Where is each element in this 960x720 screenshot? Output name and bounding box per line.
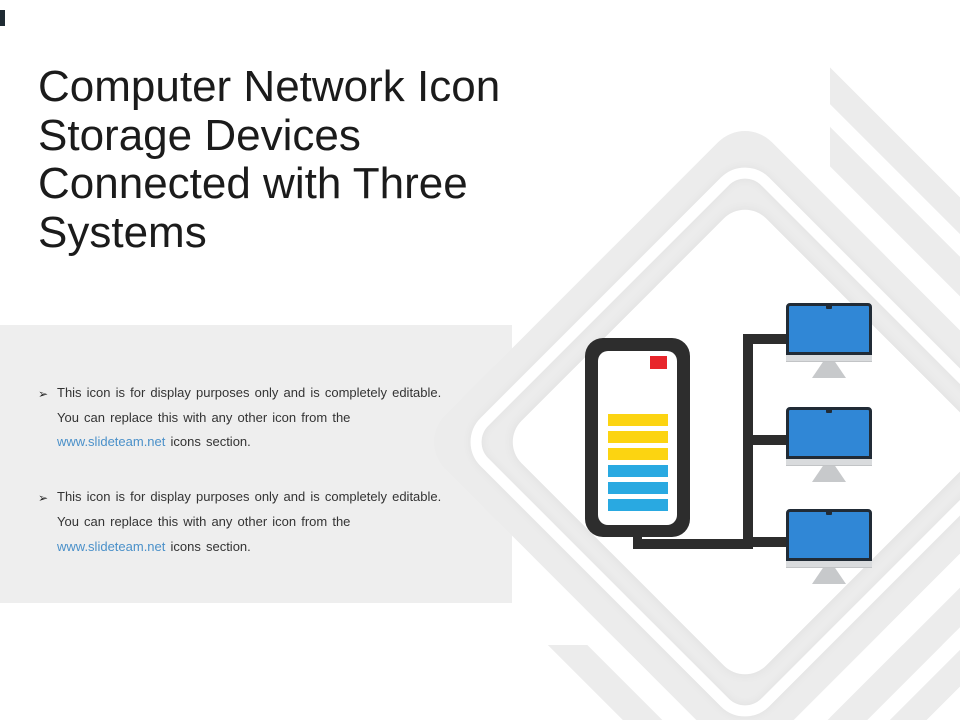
bullet-list: ➢ This icon is for display purposes only… [38,381,468,589]
monitor-icon-3 [786,509,872,584]
drive-bar-yellow [608,414,668,426]
slide-edge-mark [0,10,5,26]
arrow-bullet-icon: ➢ [38,491,49,506]
drive-bar-blue [608,482,668,494]
tower-indicator-light [650,356,667,369]
bullet-text-line: www.slideteam.net icons section. [57,430,468,455]
bullet-text-rest: icons section. [165,434,251,450]
cable-tower-stub [633,527,642,549]
cable-branch-top [748,334,788,344]
tower-drive-bars [608,414,668,516]
bullet-text-line: This icon is for display purposes only a… [57,489,442,505]
monitor-chin [786,355,872,362]
monitor-stand [812,568,846,584]
cable-bottom-run [633,539,753,549]
arrow-bullet-icon: ➢ [38,387,49,401]
monitor-stand [812,362,846,378]
diamond-extra-ring [344,645,960,720]
slideteam-link[interactable]: www.slideteam.net [57,434,166,450]
monitor-screen [786,303,872,355]
title-line-3: Connected with Three [38,159,468,208]
bullet-text-line: You can replace this with any other icon… [57,409,351,425]
monitor-screen [786,407,872,459]
camera-dot-icon [826,511,832,515]
bullet-text-line: www.slideteam.net icons section. [57,535,468,560]
drive-bar-yellow [608,431,668,443]
drive-bar-blue [608,499,668,511]
title-line-2: Storage Devices [38,110,361,160]
drive-bar-blue [608,465,668,477]
bullet-text-line: You can replace this with any other icon… [57,513,351,529]
page-title: Computer Network Icon Storage Devices Co… [38,62,598,257]
camera-dot-icon [826,305,832,309]
diamond-corner-fragments-bottom [0,645,960,720]
cable-branch-middle [748,435,788,445]
camera-dot-icon [826,409,832,413]
bullet-item: ➢ This icon is for display purposes only… [38,381,468,455]
cable-branch-bottom [748,537,788,547]
monitor-stand [812,466,846,482]
title-line-4: Systems [38,207,207,257]
bullet-item: ➢ This icon is for display purposes only… [38,485,468,559]
slideteam-link[interactable]: www.slideteam.net [57,538,166,554]
bullet-text-rest: icons section. [165,538,251,554]
bullet-text-line: This icon is for display purposes only a… [57,385,442,400]
monitor-chin [786,459,872,466]
monitor-icon-2 [786,407,872,482]
monitor-screen [786,509,872,561]
monitor-chin [786,561,872,568]
text-background-band [0,325,512,603]
title-line-1: Computer Network Icon [38,62,501,111]
monitor-icon-1 [786,303,872,378]
drive-bar-yellow [608,448,668,460]
